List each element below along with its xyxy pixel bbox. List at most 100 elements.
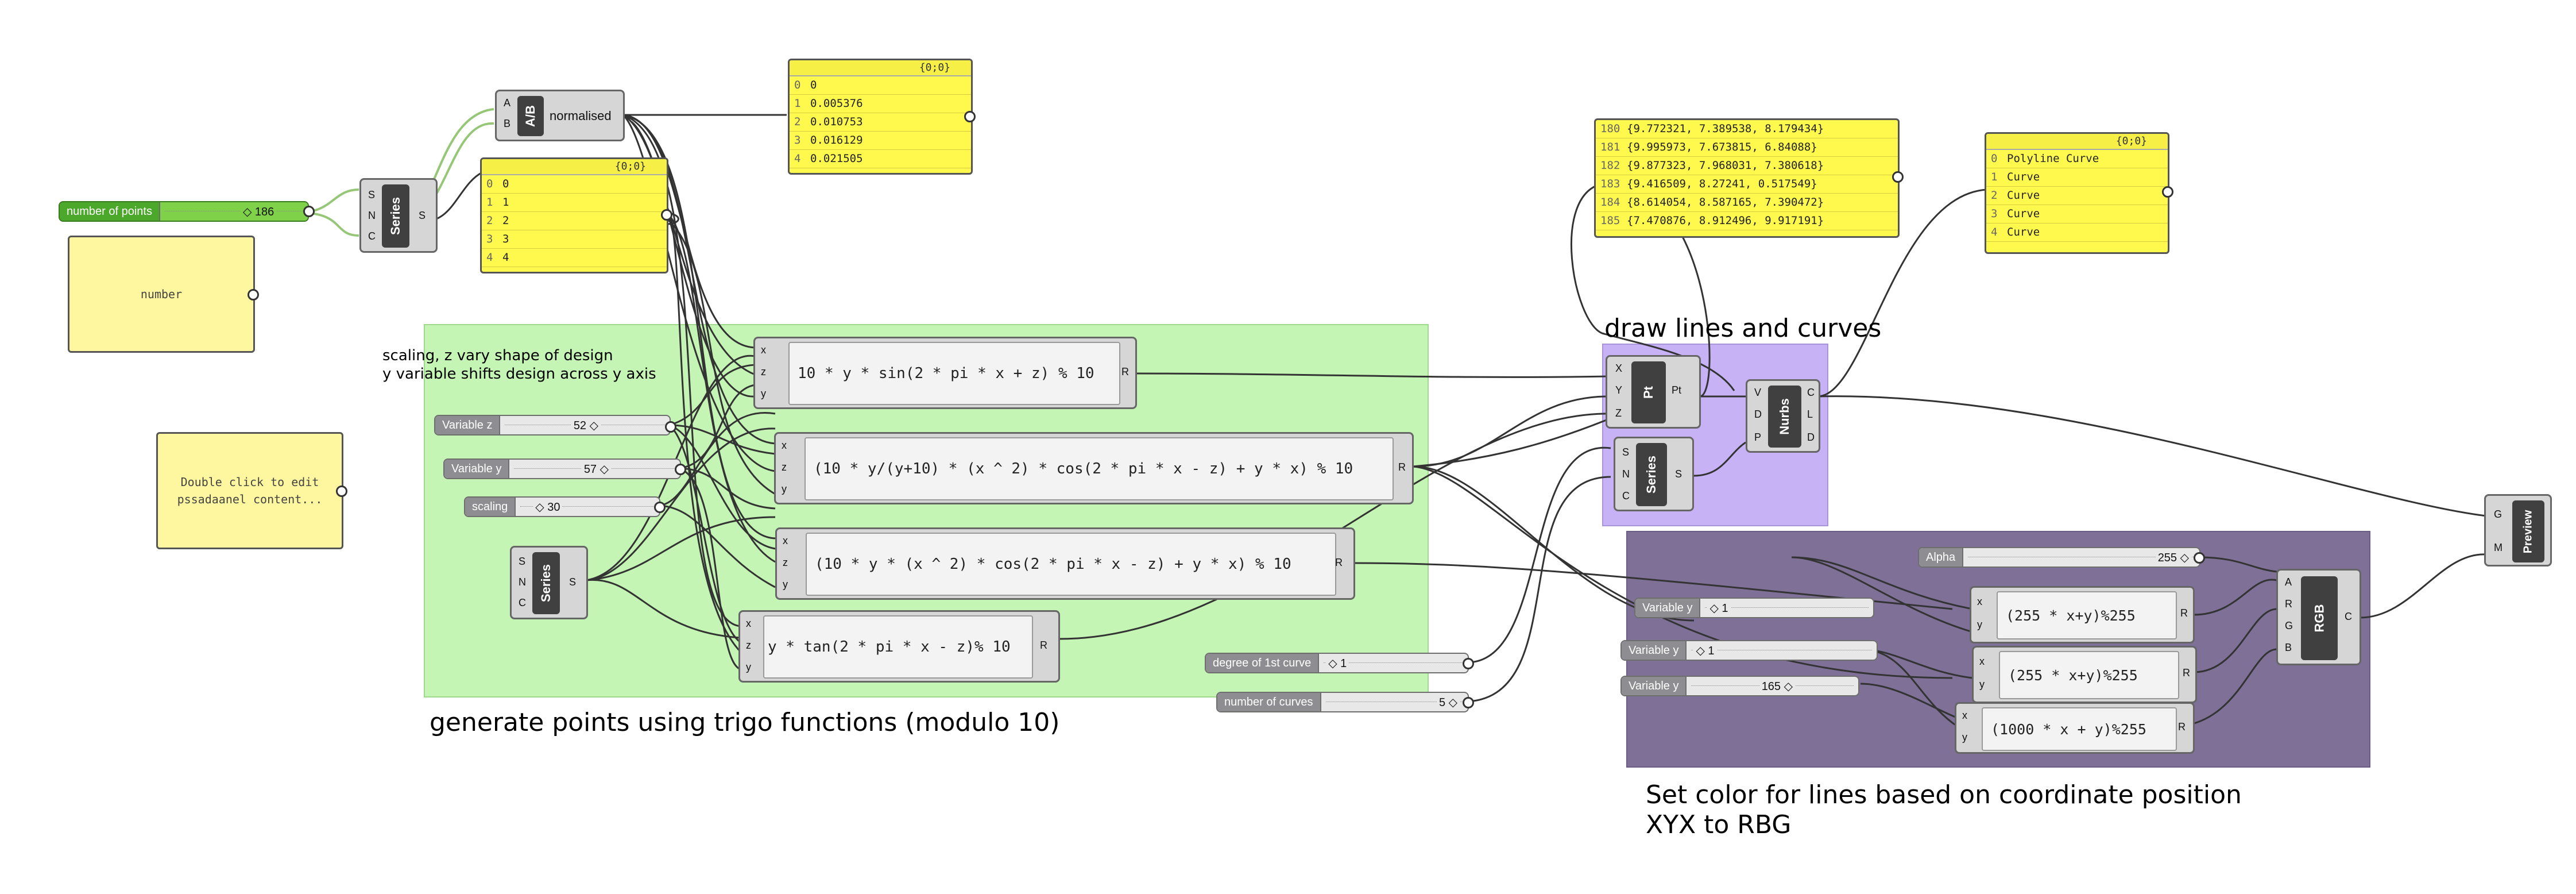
port-s[interactable]: S — [519, 556, 526, 567]
slider-track[interactable]: ◇ 30 — [516, 498, 659, 516]
port-z[interactable]: z — [746, 639, 751, 651]
expression-component-3[interactable]: x z y (10 * y * (x ^ 2) * cos(2 * pi * x… — [775, 527, 1355, 600]
port-r[interactable]: R — [2178, 721, 2186, 733]
port-r[interactable]: R — [2285, 598, 2292, 610]
port-y[interactable]: y — [1962, 731, 1967, 743]
port-r[interactable]: R — [1335, 557, 1343, 568]
port-c[interactable]: C — [1807, 387, 1815, 398]
port-m[interactable]: M — [2494, 542, 2502, 553]
division-component[interactable]: A B A/B normalised — [495, 90, 625, 141]
slider-track[interactable]: 165 ◇ — [1687, 677, 1858, 695]
port-d[interactable]: D — [1754, 409, 1762, 420]
series-component-3[interactable]: S N C Series S — [1614, 437, 1694, 511]
port-out-s[interactable]: S — [419, 210, 426, 221]
port-x[interactable]: x — [783, 535, 788, 546]
port-x[interactable]: x — [1977, 596, 1982, 607]
number-note[interactable]: number — [68, 236, 255, 353]
port-x[interactable]: x — [761, 344, 766, 356]
port-y[interactable]: Y — [1615, 384, 1623, 396]
expression-component-4[interactable]: x z y y * tan(2 * pi * x - z)% 10 R — [738, 610, 1060, 683]
slider-degree-first-curve[interactable]: degree of 1st curve ◇ 1 — [1205, 653, 1469, 673]
port-r[interactable]: R — [2180, 607, 2188, 619]
port-v[interactable]: V — [1754, 387, 1762, 398]
port-s[interactable]: S — [368, 189, 376, 201]
port-y[interactable]: y — [1977, 619, 1982, 630]
output-grip[interactable] — [1463, 658, 1474, 669]
point-component[interactable]: X Y Z Pt Pt — [1606, 355, 1701, 429]
output-grip[interactable] — [675, 464, 686, 475]
output-grip[interactable] — [654, 502, 666, 513]
port-x[interactable]: x — [746, 618, 751, 629]
port-n[interactable]: N — [368, 210, 376, 221]
expression-text[interactable]: (255 * x+y)%255 — [1997, 591, 2177, 639]
output-grip[interactable] — [2162, 186, 2173, 198]
output-grip[interactable] — [2194, 552, 2205, 564]
slider-track[interactable]: ◇ 1 — [1319, 654, 1468, 672]
slider-number-of-points[interactable]: number of points ◇ 186 — [59, 201, 309, 222]
port-c[interactable]: C — [519, 597, 526, 608]
slider-alpha[interactable]: Alpha 255 ◇ — [1918, 547, 2200, 568]
port-y[interactable]: y — [1979, 679, 1985, 690]
port-c[interactable]: C — [368, 230, 376, 242]
series-component-2[interactable]: S N C Series S — [510, 546, 588, 619]
expression-component-2[interactable]: x z y (10 * y/(y+10) * (x ^ 2) * cos(2 *… — [774, 432, 1414, 504]
slider-track[interactable]: ◇ 186 — [160, 202, 308, 221]
expression-text[interactable]: (1000 * x + y)%255 — [1982, 707, 2177, 751]
port-r[interactable]: R — [1040, 639, 1047, 651]
output-grip[interactable] — [1463, 697, 1474, 708]
points-panel[interactable]: 180{9.772321, 7.389538, 8.179434} 181{9.… — [1594, 118, 1900, 238]
empty-note[interactable]: Double click to edit pssadaanel content.… — [156, 432, 343, 549]
port-z[interactable]: z — [782, 461, 787, 473]
normalised-output[interactable]: normalised — [550, 109, 612, 123]
series-component-1[interactable]: S N C Series S — [359, 178, 438, 253]
port-y[interactable]: y — [746, 661, 751, 673]
port-y[interactable]: y — [783, 579, 788, 590]
port-r[interactable]: R — [1398, 461, 1406, 473]
output-grip[interactable] — [964, 111, 976, 122]
slider-track[interactable]: 5 ◇ — [1321, 693, 1468, 711]
color-expression-1[interactable]: x y (255 * x+y)%255 R — [1970, 586, 2195, 643]
port-c[interactable]: C — [1622, 490, 1630, 502]
slider-number-of-curves[interactable]: number of curves 5 ◇ — [1216, 692, 1469, 712]
output-grip[interactable] — [665, 421, 676, 433]
slider-variable-y-3[interactable]: Variable y ◇ 1 — [1620, 640, 1878, 661]
slider-scaling[interactable]: scaling ◇ 30 — [464, 496, 660, 517]
output-grip[interactable] — [336, 485, 347, 497]
port-a[interactable]: A — [2285, 576, 2292, 588]
port-x[interactable]: x — [1979, 656, 1985, 667]
expression-text[interactable]: 10 * y * sin(2 * pi * x + z) % 10 — [788, 342, 1120, 405]
color-expression-2[interactable]: x y (255 * x+y)%255 R — [1972, 646, 2197, 703]
port-b[interactable]: B — [2285, 642, 2292, 653]
port-r[interactable]: R — [2183, 667, 2190, 679]
port-c[interactable]: C — [2345, 611, 2352, 622]
port-d-out[interactable]: D — [1807, 431, 1815, 443]
preview-component[interactable]: G M Preview — [2484, 494, 2552, 567]
port-x[interactable]: x — [782, 440, 787, 451]
port-n[interactable]: N — [1622, 468, 1630, 480]
nurbs-component[interactable]: V D P Nurbs C L D — [1746, 379, 1820, 453]
port-g[interactable]: G — [2285, 620, 2293, 631]
expression-text[interactable]: y * tan(2 * pi * x - z)% 10 — [763, 615, 1033, 679]
expression-text[interactable]: (255 * x+y)%255 — [1999, 651, 2179, 699]
port-x[interactable]: x — [1962, 710, 1967, 721]
slider-track[interactable]: 57 ◇ — [509, 460, 680, 478]
slider-track[interactable]: 52 ◇ — [500, 416, 670, 434]
color-expression-3[interactable]: x y (1000 * x + y)%255 R — [1955, 702, 2195, 754]
expression-text[interactable]: (10 * y * (x ^ 2) * cos(2 * pi * x - z) … — [806, 533, 1336, 596]
slider-track[interactable]: 255 ◇ — [1963, 548, 2199, 567]
port-p[interactable]: P — [1754, 431, 1762, 443]
port-z[interactable]: Z — [1615, 407, 1622, 419]
slider-variable-z[interactable]: Variable z 52 ◇ — [434, 415, 671, 436]
slider-track[interactable]: ◇ 1 — [1700, 599, 1873, 617]
port-pt[interactable]: Pt — [1672, 384, 1682, 396]
port-n[interactable]: N — [519, 576, 526, 588]
port-out-s[interactable]: S — [1675, 468, 1682, 480]
slider-variable-y-2[interactable]: Variable y ◇ 1 — [1634, 598, 1874, 618]
port-z[interactable]: z — [761, 366, 766, 377]
port-y[interactable]: y — [782, 483, 787, 495]
output-grip[interactable] — [1892, 171, 1904, 183]
output-grip[interactable] — [661, 209, 672, 221]
port-b[interactable]: B — [504, 118, 511, 129]
